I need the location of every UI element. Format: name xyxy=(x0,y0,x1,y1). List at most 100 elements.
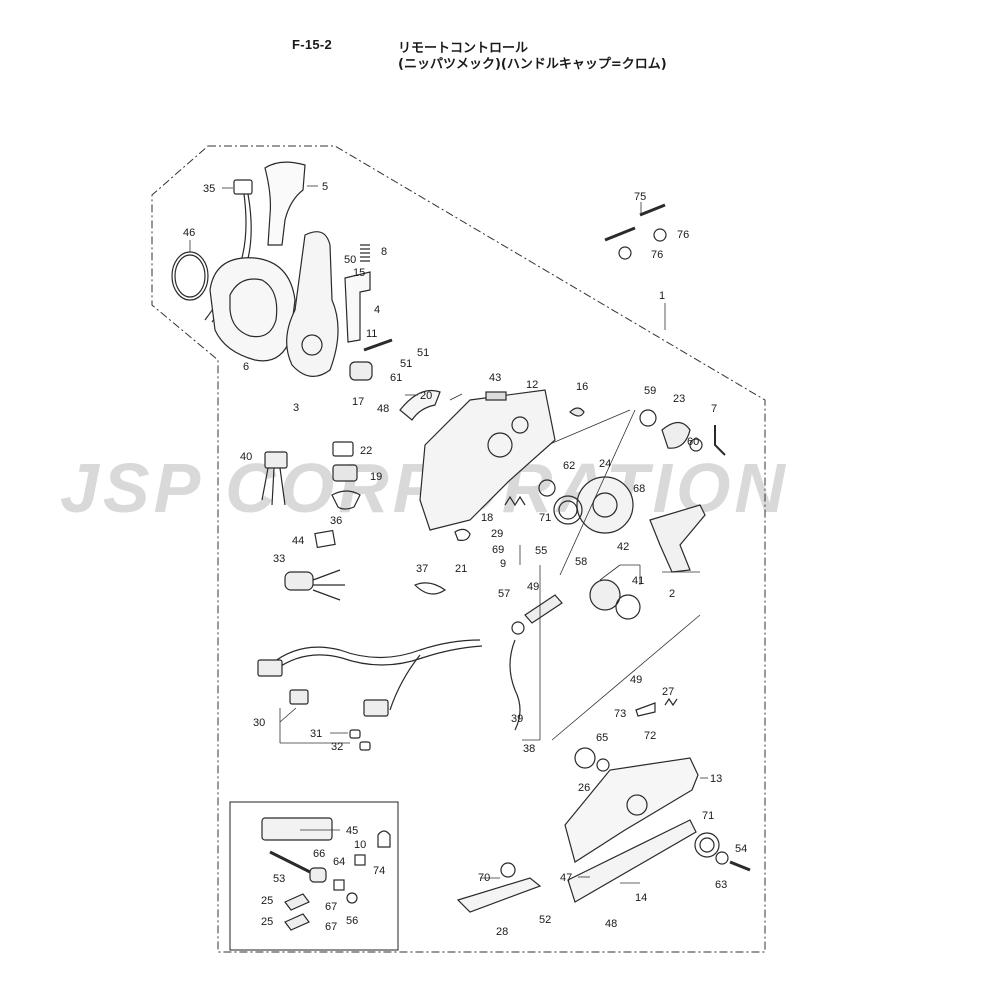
relay-part xyxy=(264,451,288,469)
emergency-switch-part xyxy=(524,594,563,624)
callout-66: 66 xyxy=(313,848,325,860)
callout-60: 60 xyxy=(687,436,699,448)
callout-63: 63 xyxy=(715,879,727,891)
gear-part xyxy=(576,476,634,534)
handle-part xyxy=(264,161,306,246)
callout-27: 27 xyxy=(662,686,674,698)
bolt-part xyxy=(729,860,751,872)
callout-59: 59 xyxy=(644,385,656,397)
callout-5: 5 xyxy=(322,181,328,193)
nut-10-part xyxy=(354,854,366,866)
shift-lever-part xyxy=(649,504,706,573)
callout-10: 10 xyxy=(354,839,366,851)
callout-65: 65 xyxy=(596,732,608,744)
callout-33: 33 xyxy=(273,553,285,565)
callout-56: 56 xyxy=(346,915,358,927)
callout-19: 19 xyxy=(370,471,382,483)
grommet-part xyxy=(413,582,447,595)
callout-54: 54 xyxy=(735,843,747,855)
pin-75-part xyxy=(604,203,666,242)
callout-57: 57 xyxy=(498,588,510,600)
part-drawings xyxy=(171,161,751,931)
callout-7: 7 xyxy=(711,403,717,415)
neutral-switch-part xyxy=(569,407,585,417)
trim-gear-part xyxy=(615,594,641,620)
bushing-lower-part xyxy=(694,832,720,858)
o-ring-part xyxy=(171,251,209,301)
callout-52: 52 xyxy=(539,914,551,926)
callout-49b: 49 xyxy=(630,674,642,686)
callout-55: 55 xyxy=(535,545,547,557)
callout-29: 29 xyxy=(491,528,503,540)
block-25b-part xyxy=(284,913,310,931)
callout-21: 21 xyxy=(455,563,467,575)
pad-part xyxy=(309,867,327,883)
callout-67a: 67 xyxy=(325,901,337,913)
spring-part xyxy=(360,244,370,262)
callout-58: 58 xyxy=(575,556,587,568)
callout-42: 42 xyxy=(617,541,629,553)
callout-2: 2 xyxy=(669,588,675,600)
callout-39: 39 xyxy=(511,713,523,725)
bracket-part xyxy=(344,271,371,343)
cam-plate-part xyxy=(574,747,596,769)
page-title: リモートコントロール xyxy=(398,41,529,56)
callout-labels: 35 5 46 8 50 15 4 11 51 51 6 3 17 61 48 … xyxy=(183,181,747,938)
callout-20: 20 xyxy=(420,390,432,402)
callout-76a: 76 xyxy=(677,229,689,241)
clip-70-part xyxy=(500,862,516,878)
callout-53: 53 xyxy=(273,873,285,885)
washer-56-part xyxy=(346,892,358,904)
callout-25b: 25 xyxy=(261,916,273,928)
callout-32: 32 xyxy=(331,741,343,753)
callout-37: 37 xyxy=(416,563,428,575)
callout-1: 1 xyxy=(659,290,665,302)
callout-18: 18 xyxy=(481,512,493,524)
rod-part xyxy=(269,850,311,874)
callout-6: 6 xyxy=(243,361,249,373)
lock-74-part xyxy=(377,830,391,848)
callout-40: 40 xyxy=(240,451,252,463)
callout-11: 11 xyxy=(366,328,377,340)
callout-51b: 51 xyxy=(400,358,412,370)
callout-16: 16 xyxy=(576,381,588,393)
bushing-upper-part xyxy=(538,479,556,497)
switch-cover-part xyxy=(331,490,361,510)
page-code: F-15-2 xyxy=(292,37,333,52)
callout-74: 74 xyxy=(373,865,385,877)
throttle-lever-part xyxy=(661,421,691,449)
callout-50: 50 xyxy=(344,254,356,266)
callout-26: 26 xyxy=(578,782,590,794)
callout-28: 28 xyxy=(496,926,508,938)
callout-49a: 49 xyxy=(527,581,539,593)
callout-4: 4 xyxy=(374,304,380,316)
callout-69: 69 xyxy=(492,544,504,556)
callout-14: 14 xyxy=(635,892,647,904)
callout-8: 8 xyxy=(381,246,387,258)
ring-part xyxy=(553,495,583,525)
cap-part xyxy=(359,741,371,751)
callout-41: 41 xyxy=(632,575,644,587)
trim-switch-part xyxy=(589,579,621,611)
callout-35: 35 xyxy=(203,183,215,195)
callout-44: 44 xyxy=(292,535,304,547)
callout-76b: 76 xyxy=(651,249,663,261)
spacer-part xyxy=(596,758,610,772)
cover-part xyxy=(209,257,296,362)
callout-3: 3 xyxy=(293,402,299,414)
callout-46: 46 xyxy=(183,227,195,239)
clip-76a-part xyxy=(653,228,667,242)
callout-45: 45 xyxy=(346,825,358,837)
callout-72: 72 xyxy=(644,730,656,742)
callout-73: 73 xyxy=(614,708,626,720)
friction-block-part xyxy=(349,361,373,381)
callout-75: 75 xyxy=(634,191,646,203)
plate-73-part xyxy=(635,702,656,717)
link-rod-part xyxy=(714,425,726,456)
callout-17: 17 xyxy=(352,396,364,408)
callout-30: 30 xyxy=(253,717,265,729)
nut-64-part xyxy=(333,879,345,891)
callout-9: 9 xyxy=(500,558,506,570)
callout-62: 62 xyxy=(563,460,575,472)
